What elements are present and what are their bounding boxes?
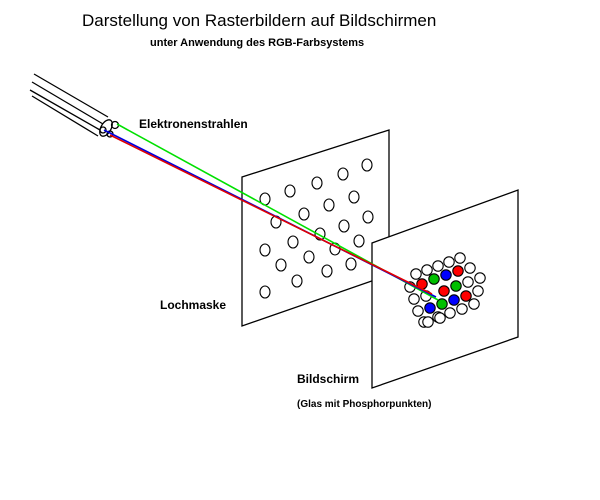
phosphor-dot-green [436,298,448,310]
mask-hole [298,207,310,221]
gun-nozzle-blue [99,126,107,134]
phosphor-dot-blue [440,269,452,281]
phosphor-dot [408,293,420,305]
label-electron-beams: Elektronenstrahlen [139,117,248,131]
beam-red [109,134,433,295]
phosphor-dot [443,256,455,268]
label-screen-note: (Glas mit Phosphorpunkten) [297,399,432,410]
phosphor-dot [412,305,424,317]
mask-hole [259,243,271,257]
mask-hole [311,176,323,190]
mask-hole [303,250,315,264]
phosphor-dot-red [460,290,472,302]
phosphor-dot [421,264,433,276]
diagram-title: Darstellung von Rasterbildern auf Bildsc… [82,11,437,30]
mask-hole [362,210,374,224]
phosphor-dot [468,298,480,310]
mask-hole [338,219,350,233]
electron-gun [29,73,120,138]
label-screen: Bildschirm [297,372,360,386]
mask-hole [345,257,357,271]
phosphor-dot-red [438,285,450,297]
phosphor-dot [434,312,446,324]
mask-hole [284,184,296,198]
phosphor-dot [432,260,444,272]
mask-hole [337,167,349,181]
phosphor-dot-green [450,280,462,292]
mask-hole [287,235,299,249]
phosphor-dot [410,268,422,280]
phosphor-dot [472,285,484,297]
phosphor-dot-blue [424,302,436,314]
phosphor-dot [456,303,468,315]
mask-hole [323,198,335,212]
phosphor-dot-blue [448,294,460,306]
mask-hole [275,258,287,272]
label-shadow-mask: Lochmaske [160,298,227,312]
shadow-mask-holes [259,158,374,299]
phosphor-dot [444,307,456,319]
mask-hole [348,190,360,204]
mask-hole [259,285,271,299]
mask-hole [291,274,303,288]
mask-hole [321,264,333,278]
phosphor-dot-green [428,273,440,285]
phosphor-dot [454,252,466,264]
mask-hole [353,234,365,248]
phosphor-dot [464,262,476,274]
electron-beams [103,123,439,301]
phosphor-dot [422,316,434,328]
diagram-subtitle: unter Anwendung des RGB-Farbsystems [150,37,365,49]
mask-hole [361,158,373,172]
phosphor-dot [462,276,474,288]
phosphor-dot-red [452,265,464,277]
phosphor-dot [474,272,486,284]
